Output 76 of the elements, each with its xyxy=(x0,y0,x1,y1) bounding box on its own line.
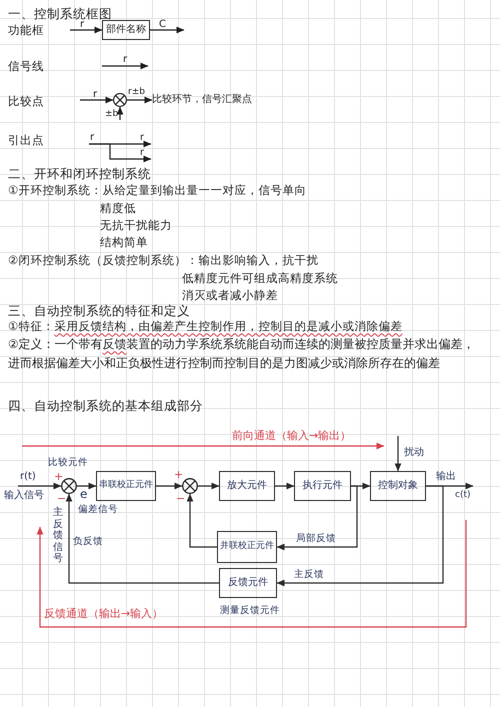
edge-label: 局部反馈 xyxy=(296,532,336,546)
section-heading: 四、自动控制系统的基本组成部分 xyxy=(8,398,203,414)
block-box xyxy=(219,471,275,501)
note-text: ①开环控制系统：从给定量到输出量一一对应，信号单向 xyxy=(8,182,306,198)
signal-arrow xyxy=(80,96,114,104)
signal-arrow xyxy=(198,482,220,490)
block-box xyxy=(102,20,150,40)
term-label: 引出点 xyxy=(8,132,44,148)
feedback-arrow xyxy=(186,494,217,548)
edge-label: 输出 xyxy=(436,470,456,482)
node-caption: 测量反馈元件 xyxy=(220,604,280,618)
signal-arrow xyxy=(127,96,152,104)
edge-label: 扰动 xyxy=(404,446,424,458)
signal-label: r xyxy=(123,52,128,66)
edge-label: 主反馈 xyxy=(294,568,324,582)
signal-label: 输入信号 xyxy=(4,486,46,506)
note-text: ②闭环控制系统（反馈控制系统）：输出影响输入，抗干扰 xyxy=(8,252,318,268)
term-label: 比较点 xyxy=(8,94,44,108)
block-box xyxy=(96,471,156,501)
edge-label: 负反馈 xyxy=(73,536,103,548)
signal-arrow xyxy=(150,26,184,34)
note-text: 消灭或者减小静差 xyxy=(182,288,278,302)
note-text: ②定义：一个带有反馈装置的动力学系统系统能自动而连续的测量被控质量并求出偏差，进而根据偏差大小和正负极性进行控制而控制目的是力图减少或消除所存在的偏差 xyxy=(8,336,476,372)
note-text: 精度低 xyxy=(100,200,136,216)
term-label: 功能框 xyxy=(8,22,44,38)
block-box xyxy=(217,531,277,563)
summing-junction-icon xyxy=(113,93,127,107)
sign-label: + xyxy=(54,470,64,484)
signal-arrow xyxy=(156,482,182,490)
note-text: 无抗干扰能力 xyxy=(100,218,172,232)
note-text: 低精度元件可组成高精度系统 xyxy=(182,270,338,286)
annotation-text: 比较环节，信号汇聚点 xyxy=(152,94,256,106)
block-label: 执行元件 xyxy=(302,480,342,492)
block-label: 反馈元件 xyxy=(228,576,268,590)
node-caption: 比较元件 xyxy=(48,456,88,470)
block-label: 放大元件 xyxy=(227,480,267,492)
block-label: 控制对象 xyxy=(378,480,418,492)
channel-label: 前向通道（输入→输出） xyxy=(232,428,352,444)
feedback-arrow xyxy=(276,485,444,586)
term-label: 信号线 xyxy=(8,58,44,74)
channel-label: 反馈通道（输出→输入） xyxy=(44,606,164,622)
edge-label: r±b xyxy=(128,87,145,99)
signal-label: c(t) xyxy=(455,486,474,505)
block-label: 并联校正元件 xyxy=(220,541,274,553)
edge-label: e xyxy=(80,487,88,503)
section-heading: 一、控制系统框图 xyxy=(8,6,112,21)
sign-label: + xyxy=(174,468,184,482)
block-label: 串联校正元件 xyxy=(99,480,153,492)
note-text: 结构简单 xyxy=(100,234,148,250)
disturbance-arrow xyxy=(394,436,402,472)
edge-label: r xyxy=(80,18,84,30)
edge-label: r xyxy=(93,88,98,100)
signal-arrow xyxy=(18,482,62,490)
feedback-arrow xyxy=(276,485,358,550)
edge-label: r(t) xyxy=(20,470,36,482)
signal-arrow xyxy=(275,482,294,490)
feedback-arrow xyxy=(66,494,219,584)
note-text: ①特征：采用反馈结构，由偏差产生控制作用，控制目的是减小或消除偏差 xyxy=(8,318,402,334)
signal-arrow xyxy=(116,106,124,120)
block-label: 部件名称 xyxy=(106,24,146,36)
signal-label: r xyxy=(140,132,151,144)
sign-label: − xyxy=(176,492,186,506)
sign-label: − xyxy=(57,492,66,506)
signal-arrow xyxy=(70,26,102,34)
block-box xyxy=(294,471,351,501)
signal-label: 偏差信号 xyxy=(78,504,118,516)
block-box xyxy=(370,471,426,501)
signal-label: 主反馈信号 xyxy=(52,507,64,564)
signal-label: r xyxy=(140,147,151,159)
branch-arrow xyxy=(89,143,152,162)
signal-arrow xyxy=(77,482,96,490)
signal-label: r xyxy=(88,132,98,144)
edge-label: ±b xyxy=(105,109,118,121)
section-heading: 二、开环和闭环控制系统 xyxy=(8,166,151,182)
section-heading: 三、自动控制系统的特征和定义 xyxy=(8,302,190,320)
edge-label: C xyxy=(159,18,166,30)
